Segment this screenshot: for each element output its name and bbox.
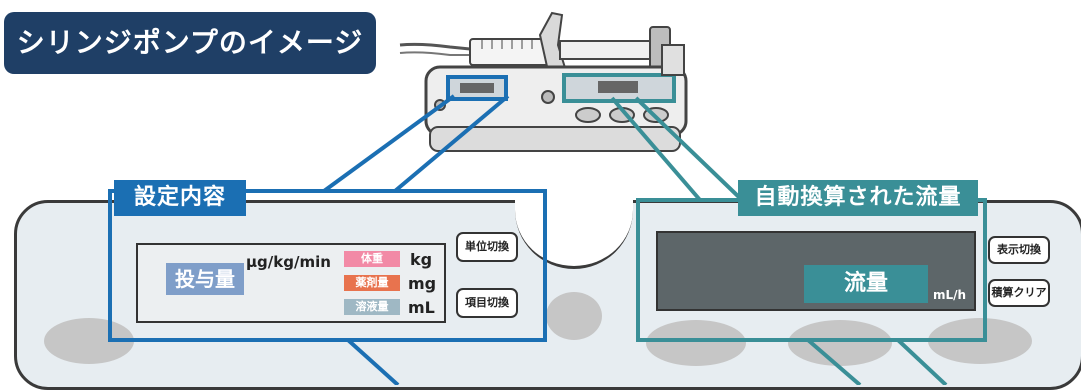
unit-switch-button[interactable]: 単位切換 [456, 232, 518, 262]
display-switch-button[interactable]: 表示切換 [988, 236, 1050, 264]
weight-unit: kg [410, 250, 433, 269]
page-title: シリンジポンプのイメージ [4, 12, 376, 74]
syringe-icon [469, 11, 671, 72]
settings-callout-label: 設定内容 [114, 180, 246, 216]
dose-label: 投与量 [166, 263, 244, 295]
weight-tag: 体重 [344, 251, 400, 267]
drug-unit: mg [408, 274, 437, 293]
item-switch-button[interactable]: 項目切換 [456, 288, 518, 318]
dose-unit: μg/kg/min [246, 253, 331, 271]
totals-clear-button[interactable]: 積算クリア [988, 279, 1050, 307]
solution-unit: mL [408, 298, 435, 317]
flow-unit: mL/h [933, 288, 967, 302]
panel-key[interactable] [646, 320, 746, 366]
drug-tag: 薬剤量 [344, 275, 400, 291]
syringe-pump-illustration [399, 11, 688, 152]
solution-tag: 溶液量 [344, 299, 400, 315]
flow-label: 流量 [804, 265, 928, 303]
panel-key[interactable] [546, 292, 602, 340]
panel-key[interactable] [788, 320, 892, 366]
flow-callout-label: 自動換算された流量 [738, 180, 978, 216]
